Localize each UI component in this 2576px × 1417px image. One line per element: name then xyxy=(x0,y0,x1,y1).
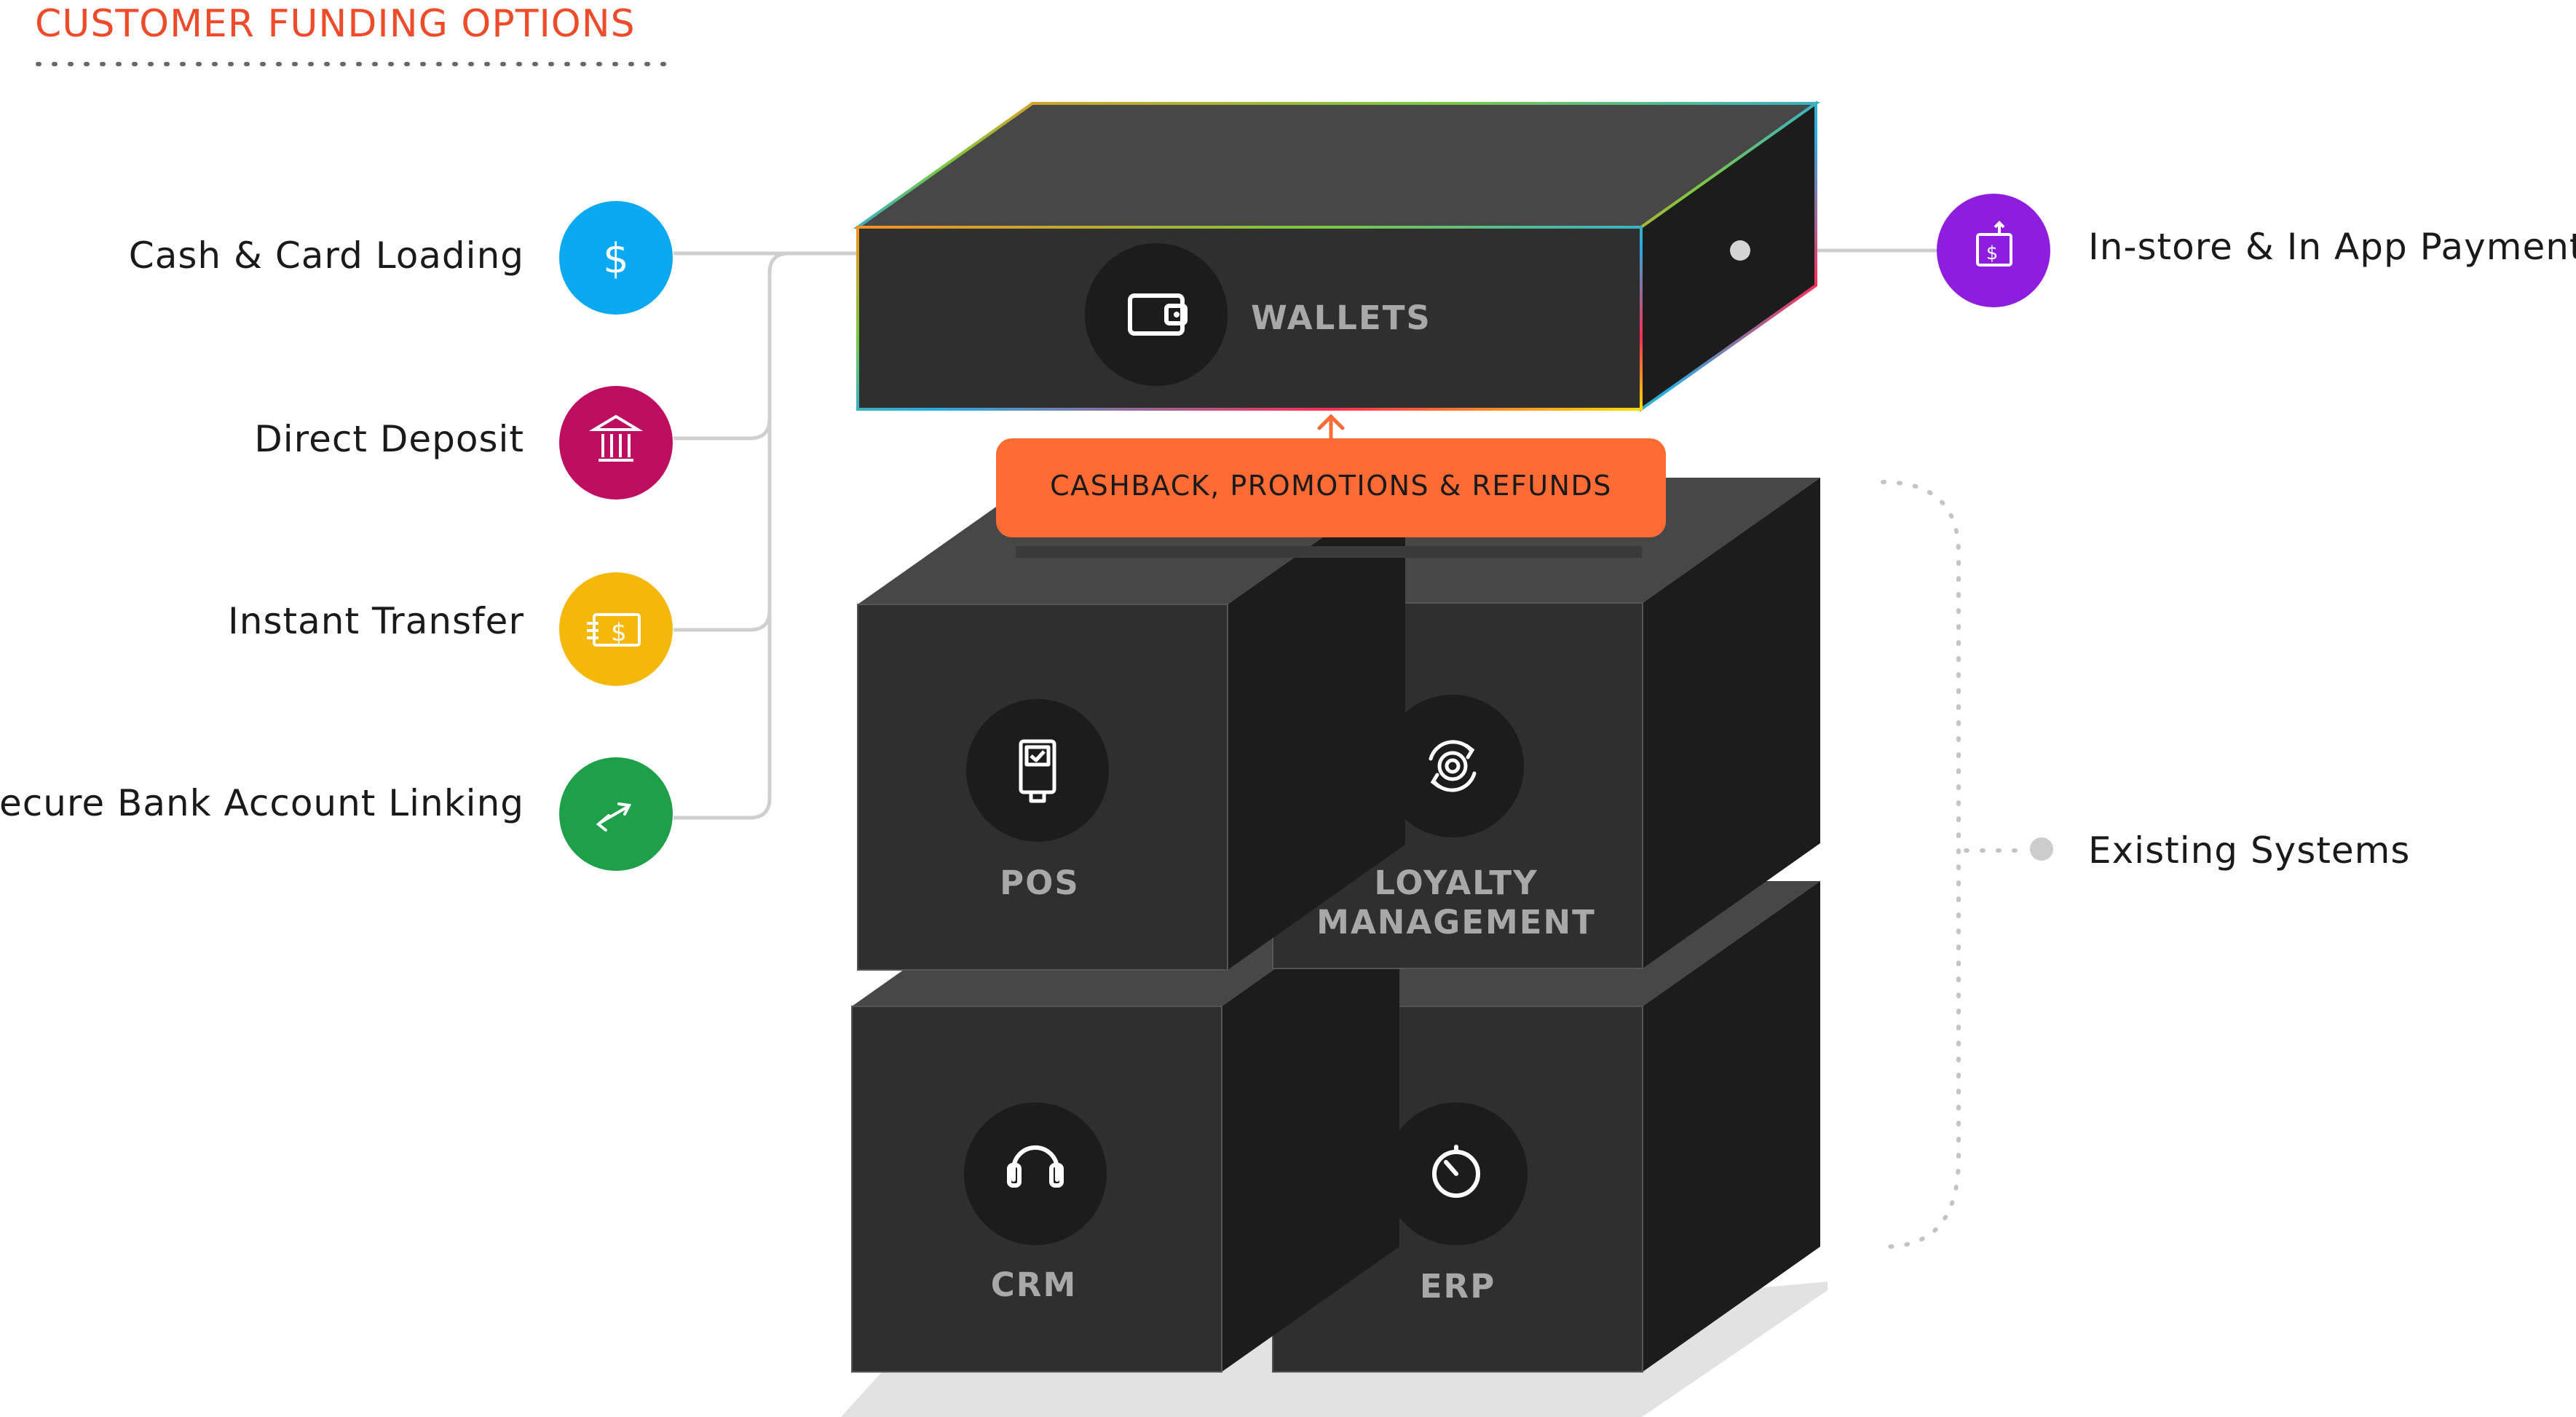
crm-icon xyxy=(964,1102,1107,1245)
badge-shadow xyxy=(1016,546,1642,558)
cashback-badge-label: CASHBACK, PROMOTIONS & REFUNDS xyxy=(1050,470,1612,502)
existing-systems-label: Existing Systems xyxy=(2088,829,2410,872)
pos-icon xyxy=(966,699,1109,842)
funding-label-cash-card: Cash & Card Loading xyxy=(129,234,524,277)
crm-label: CRM xyxy=(991,1266,1077,1304)
svg-text:$: $ xyxy=(603,235,629,283)
erp-label: ERP xyxy=(1420,1267,1496,1306)
pos-label: POS xyxy=(1000,864,1080,902)
cash-transfer-icon xyxy=(559,572,673,686)
funding-label-instant-transfer: Instant Transfer xyxy=(228,600,524,642)
loyalty-icon xyxy=(1381,695,1524,837)
funding-label-direct-deposit: Direct Deposit xyxy=(254,418,524,460)
wallet-icon xyxy=(1085,243,1228,386)
svg-text:$: $ xyxy=(611,618,627,647)
wallet-label: WALLETS xyxy=(1251,299,1431,337)
pos-box: POS xyxy=(857,479,1405,971)
funding-option-cash-card: $ Cash & Card Loading xyxy=(129,201,673,315)
funding-option-instant-transfer: $ Instant Transfer xyxy=(228,572,673,686)
funding-option-bank-linking: Secure Bank Account Linking xyxy=(0,757,673,871)
existing-systems-bracket xyxy=(1881,480,1961,1249)
payment-upload-icon xyxy=(1937,194,2050,307)
wallet-connector-dot xyxy=(1730,240,1750,261)
svg-text:$: $ xyxy=(1986,242,1999,264)
loyalty-label-line2: MANAGEMENT xyxy=(1316,903,1596,942)
payments-label: In-store & In App Payments xyxy=(2088,226,2576,268)
funding-option-direct-deposit: Direct Deposit xyxy=(254,386,673,500)
payments-node: $ In-store & In App Payments xyxy=(1937,194,2576,307)
cashback-badge: CASHBACK, PROMOTIONS & REFUNDS xyxy=(996,438,1666,537)
existing-systems-dot xyxy=(2030,837,2053,861)
page-title: CUSTOMER FUNDING OPTIONS xyxy=(35,2,636,46)
funding-label-bank-linking: Secure Bank Account Linking xyxy=(0,782,524,824)
loyalty-box: LOYALTY MANAGEMENT xyxy=(1272,478,1820,969)
loyalty-label-line1: LOYALTY xyxy=(1374,864,1538,902)
up-arrow-icon xyxy=(1317,414,1345,441)
wallet-box: WALLETS xyxy=(853,100,1821,412)
dollar-icon xyxy=(559,201,673,315)
bank-icon xyxy=(559,386,673,500)
